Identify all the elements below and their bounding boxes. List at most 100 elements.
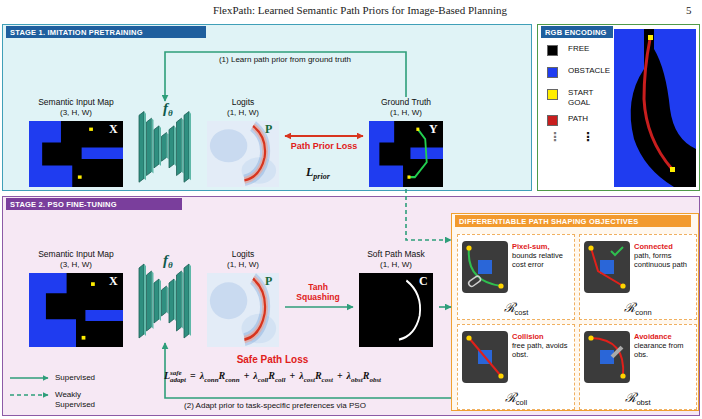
- objective-box: Connectedpath, forms continuous pathℛcon…: [579, 234, 697, 320]
- image-shape: (1, H, W): [353, 260, 439, 270]
- network-label-slot: fθ: [163, 99, 173, 118]
- variable-letter-slot: X: [109, 123, 118, 136]
- page-header: FlexPath: Learned Semantic Path Priors f…: [150, 4, 570, 17]
- panel-box: STAGE 1. IMITATION PRETRAINING Semantic I…: [2, 24, 532, 191]
- legend-text-slot: START GOAL: [568, 88, 604, 108]
- legend-text-slot: PATH: [568, 114, 588, 124]
- symbol-subscript: coll: [516, 398, 527, 407]
- objective-icon: [584, 241, 630, 293]
- image-shape: (3, H, W): [23, 260, 129, 270]
- formula-subscript: conn: [204, 376, 218, 384]
- image-node: Semantic Input Map(3, H, W) X: [23, 249, 129, 349]
- objective-text: Collisionfree path, avoids obst.: [512, 332, 574, 359]
- image-shape: (1, H, W): [201, 108, 285, 118]
- map-image: [29, 121, 123, 187]
- objective-description: free path, avoids obst.: [512, 341, 574, 359]
- edge-label: (2) Adapt prior to task-specific prefere…: [110, 401, 440, 411]
- legend-swatch: [547, 89, 558, 100]
- variable-letter: Y: [429, 123, 438, 136]
- objective-symbol: ℛcoll: [458, 388, 574, 407]
- symbol-subscript: obst: [636, 398, 650, 407]
- formula-operator: =: [190, 369, 196, 383]
- formula-subscript: coll: [258, 376, 269, 384]
- formula-symbol: R: [268, 369, 275, 383]
- objective-text: Avoidanceclearance from obs.: [634, 332, 696, 359]
- panel-box: RGB ENCODING: [537, 24, 700, 191]
- loss-symbol: Lprior: [306, 162, 330, 181]
- formula-symbol: R: [315, 369, 322, 383]
- formula-operator: +: [337, 369, 343, 383]
- variable-letter: P: [265, 275, 272, 288]
- variable-letter-slot: C: [419, 275, 428, 288]
- symbol-letter: ℛ: [505, 390, 516, 405]
- image-shape-slot: (1, H, W): [363, 108, 449, 118]
- panel-tab: RGB ENCODING: [541, 26, 613, 38]
- panel-box: DIFFERENTIABLE PATH SHAPING OBJECTIVES Pi…: [451, 213, 699, 411]
- edge-label-slot: (1) Learn path prior from ground truth: [170, 55, 400, 65]
- image-shape-slot: (3, H, W): [23, 260, 129, 270]
- image-shape-slot: (1, H, W): [201, 108, 285, 118]
- image-title: Logits: [201, 97, 285, 107]
- ellipsis-slot: ⋮: [549, 130, 561, 144]
- edge-label: (1) Learn path prior from ground truth: [170, 55, 400, 65]
- symbol-subscript: cost: [515, 308, 529, 317]
- image-title-slot: Semantic Input Map: [23, 249, 129, 259]
- symbol-subscript: conn: [635, 308, 651, 317]
- image-shape: (3, H, W): [23, 108, 129, 118]
- formula-subscript: obst: [369, 376, 381, 384]
- variable-letter: X: [109, 123, 118, 136]
- image-title-slot: Logits: [201, 249, 285, 259]
- image-title-slot: Soft Path Mask: [353, 249, 439, 259]
- variable-letter-slot: P: [265, 123, 272, 136]
- formula-symbol: λ: [200, 369, 204, 383]
- variable-letter-slot: Y: [429, 123, 438, 136]
- objective-symbol: ℛcost: [458, 298, 574, 317]
- legend-text-slot: FREE: [568, 44, 589, 54]
- objective-text: Pixel-sum,bounds relative cost error: [512, 242, 574, 269]
- legend-text-slot: Supervised: [55, 373, 95, 383]
- legend-text: FREE: [568, 44, 589, 54]
- variable-letter: X: [109, 275, 118, 288]
- variable-letter-slot: X: [109, 275, 118, 288]
- formula-subscript: adapt: [170, 377, 186, 384]
- symbol-letter: ℛ: [504, 300, 515, 315]
- loss-subscript: prior: [313, 172, 329, 181]
- network-subscript: θ: [168, 108, 173, 118]
- map-image: [29, 273, 123, 347]
- objective-icon: [584, 331, 630, 383]
- panel-tab: STAGE 1. IMITATION PRETRAINING: [6, 26, 206, 38]
- panel-heading: STAGE 1. IMITATION PRETRAINING: [10, 28, 143, 37]
- page-number: 5: [686, 4, 692, 17]
- panel-tab: DIFFERENTIABLE PATH SHAPING OBJECTIVES: [455, 215, 691, 227]
- loss-formula: Lsafeadapt=λconnRconn+λcollRcoll+λcostRc…: [105, 369, 440, 384]
- loss-title-slot: Safe Path Loss: [105, 354, 440, 366]
- formula-subscript: cost: [304, 376, 315, 384]
- formula-symbol: λ: [299, 369, 303, 383]
- formula-symbol: R: [363, 369, 370, 383]
- panel-box: STAGE 2. PSO FINE-TUNING Semantic Input M…: [2, 196, 700, 416]
- legend-text: START GOAL: [568, 88, 604, 108]
- formula-symbol: λ: [347, 369, 351, 383]
- image-node: Logits(1, H, W) P: [201, 97, 285, 189]
- formula-subscript: obst: [351, 376, 363, 384]
- objective-name: Avoidance: [634, 332, 696, 341]
- formula-subscript: cost: [322, 376, 333, 384]
- connector: [439, 306, 451, 308]
- objective-description: bounds relative cost error: [512, 251, 574, 269]
- objective-box: Collisionfree path, avoids obst. ℛcoll: [457, 324, 575, 410]
- image-title-slot: Semantic Input Map: [23, 97, 129, 107]
- objective-symbol: ℛconn: [580, 298, 696, 317]
- edge-label: Path Prior Loss: [288, 141, 360, 151]
- legend-swatch: [547, 45, 558, 56]
- image-shape-slot: (1, H, W): [353, 260, 439, 270]
- symbol-letter: ℛ: [624, 300, 635, 315]
- legend-text-slot: OBSTACLE: [568, 66, 610, 76]
- objective-box: Avoidanceclearance from obs.ℛobst: [579, 324, 697, 410]
- objective-name: Collision: [512, 332, 574, 341]
- panel-heading: STAGE 2. PSO FINE-TUNING: [10, 200, 117, 209]
- loss-title: Safe Path Loss: [105, 354, 440, 366]
- page-number-slot: 5: [686, 4, 692, 17]
- image-shape-slot: (3, H, W): [23, 108, 129, 118]
- objective-text: Connectedpath, forms continuous path: [634, 242, 696, 269]
